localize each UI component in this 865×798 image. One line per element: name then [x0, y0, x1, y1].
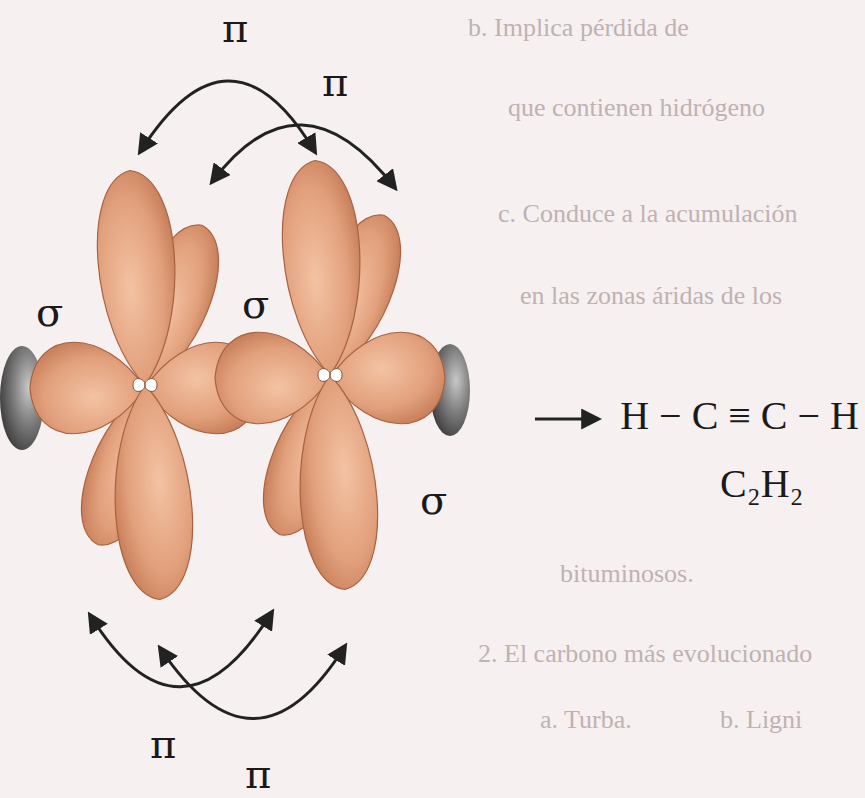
double-arrow [212, 125, 395, 188]
carbon-nucleus [133, 379, 157, 392]
pi-label: π [245, 752, 271, 796]
overlap-arrows [90, 81, 395, 719]
watermark-text: 2. El carbono más evolucionado [478, 640, 812, 669]
pi-label: π [222, 6, 248, 50]
molecular-formula: C₂H₂ [720, 462, 803, 506]
watermark-text: a. Turba. [540, 706, 632, 735]
watermark-text: c. Conduce a la acumulación [498, 200, 798, 229]
pi-label: π [322, 60, 348, 104]
p-lobe [277, 158, 368, 378]
double-arrow [160, 646, 345, 719]
p-lobe [92, 168, 183, 388]
watermark-text: bituminosos. [560, 560, 694, 589]
sigma-label: σ [242, 282, 269, 326]
sigma-label: σ [36, 290, 63, 334]
structural-formula: H − C ≡ C − H [620, 394, 859, 438]
watermark-text: b. Ligni [720, 706, 802, 735]
pi-label: π [150, 722, 176, 766]
sigma-label: σ [420, 478, 447, 522]
yield-arrow [535, 418, 598, 421]
double-arrow [140, 81, 315, 152]
carbon-orbitals [30, 158, 445, 602]
watermark-text: en las zonas áridas de los [520, 282, 782, 311]
watermark-text: b. Implica pérdida de [468, 14, 689, 43]
p-lobe [292, 372, 383, 592]
p-lobe [107, 382, 198, 602]
watermark-text: que contienen hidrógeno [508, 94, 765, 123]
carbon-nucleus [318, 369, 342, 382]
